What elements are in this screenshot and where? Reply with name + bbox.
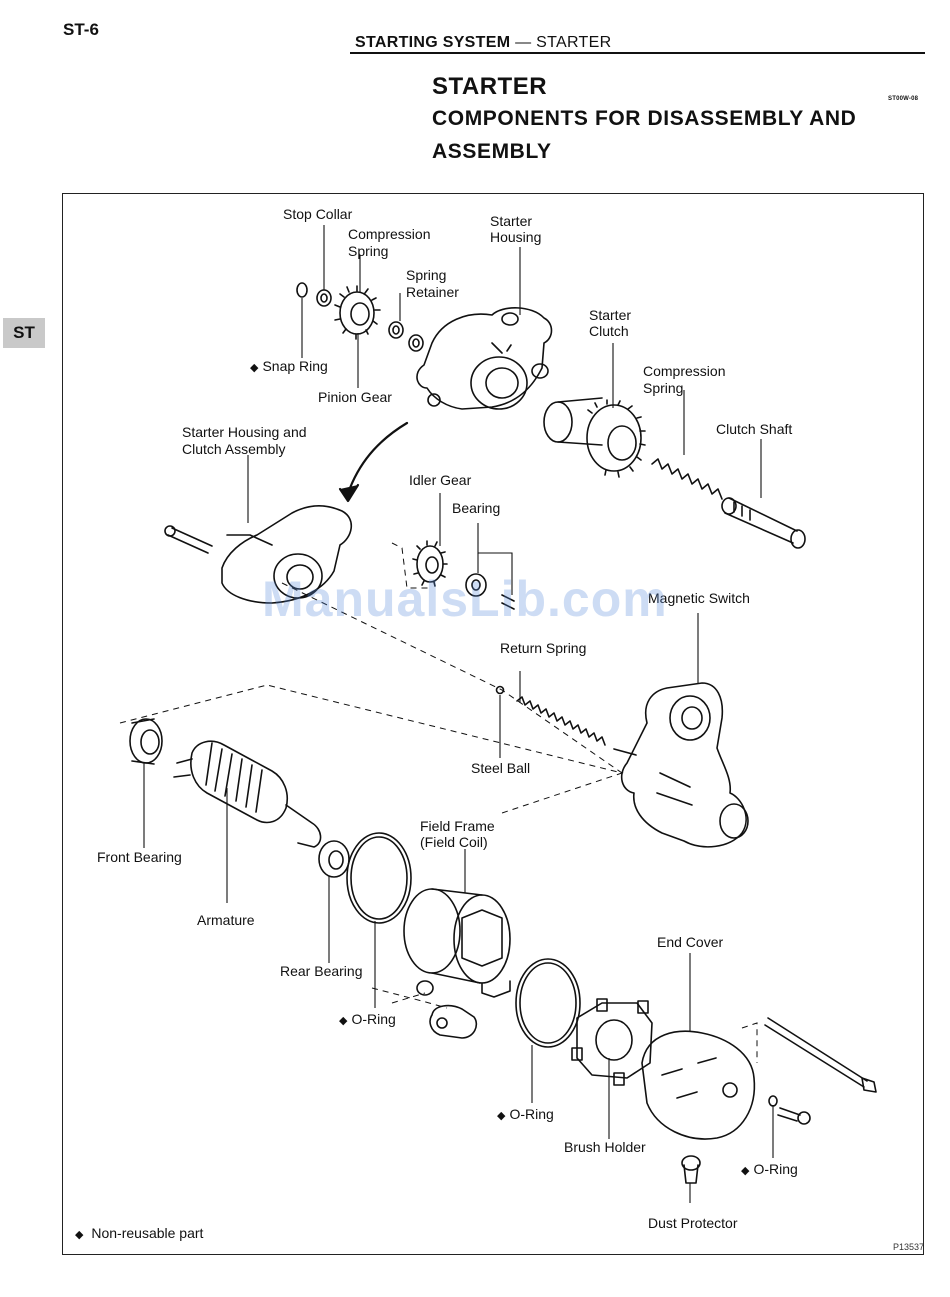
label-rear-bearing: Rear Bearing	[280, 963, 363, 979]
figure-frame	[62, 193, 924, 1255]
label-bearing: Bearing	[452, 500, 501, 516]
label-magnetic-switch: Magnetic Switch	[648, 590, 750, 606]
label-o-ring-1: ◆O-Ring	[339, 1011, 396, 1027]
label-armature: Armature	[197, 912, 255, 928]
heading-subtitle-line2: ASSEMBLY	[432, 140, 552, 163]
label-housing-assembly-a: Starter Housing and	[182, 424, 307, 440]
label-front-bearing: Front Bearing	[97, 849, 182, 865]
compression-spring-part	[651, 458, 723, 500]
page-heading: STARTER COMPONENTS FOR DISASSEMBLY AND A…	[432, 72, 912, 168]
non-reusable-diamond-icon: ◆	[741, 1165, 750, 1177]
header-rule	[350, 52, 925, 54]
label-spring-retainer-b: Retainer	[406, 284, 459, 300]
o-ring-2-part	[515, 958, 581, 1048]
housing-assembly-part	[164, 505, 352, 604]
label-idler-gear: Idler Gear	[409, 472, 472, 488]
running-header: STARTING SYSTEM — STARTER	[355, 34, 611, 52]
armature-part	[173, 740, 322, 848]
legend-text: Non-reusable part	[91, 1225, 204, 1241]
figure-number: P13537	[893, 1242, 925, 1252]
label-o-ring-3: ◆O-Ring	[741, 1161, 798, 1177]
through-bolt-part	[764, 1017, 877, 1093]
stop-collar-part	[316, 289, 332, 307]
front-bearing-part	[129, 718, 163, 765]
starter-clutch-part	[543, 397, 646, 478]
heading-subtitle-line1: COMPONENTS FOR DISASSEMBLY AND	[432, 107, 857, 130]
legend: ◆ Non-reusable part	[75, 1225, 203, 1241]
small-spring-part	[388, 321, 404, 339]
label-starter-clutch-a: Starter	[589, 307, 632, 323]
label-snap-ring: ◆Snap Ring	[250, 358, 328, 374]
header-separator: —	[515, 34, 532, 51]
exploded-diagram	[119, 225, 877, 1203]
label-return-spring: Return Spring	[500, 640, 587, 656]
label-pinion-gear: Pinion Gear	[318, 389, 392, 405]
pinion-gear-part	[334, 285, 381, 340]
spring-retainer-part	[408, 334, 424, 352]
label-field-frame-a: Field Frame	[420, 818, 495, 834]
label-clutch-shaft: Clutch Shaft	[716, 421, 793, 437]
subsection-title: STARTER	[536, 34, 612, 51]
clutch-shaft-part	[721, 497, 806, 549]
label-field-frame-b: (Field Coil)	[420, 834, 488, 850]
label-o-ring-2: ◆O-Ring	[497, 1106, 554, 1122]
field-frame-part	[403, 888, 511, 998]
non-reusable-diamond-icon: ◆	[497, 1110, 506, 1122]
section-title: STARTING SYSTEM	[355, 34, 511, 51]
steel-ball-part	[495, 685, 505, 695]
rear-bearing-part	[318, 840, 350, 878]
end-cover-part	[641, 1030, 756, 1140]
snap-ring-part	[296, 282, 308, 298]
idler-bearing-part	[465, 573, 515, 610]
non-reusable-diamond-icon: ◆	[250, 362, 259, 374]
terminal-parts	[416, 980, 478, 1039]
label-compression-spring-2b: Spring	[643, 380, 684, 396]
label-housing-assembly-b: Clutch Assembly	[182, 441, 286, 457]
o-ring-3-part	[768, 1095, 778, 1107]
label-compression-spring-1b: Spring	[348, 243, 389, 259]
label-end-cover: End Cover	[657, 934, 724, 950]
label-starter-housing-b: Housing	[490, 229, 542, 245]
non-reusable-diamond-icon: ◆	[339, 1015, 348, 1027]
heading-title: STARTER	[432, 73, 548, 100]
label-brush-holder: Brush Holder	[564, 1139, 646, 1155]
label-compression-spring-1: Compression	[348, 226, 431, 242]
label-starter-housing-a: Starter	[490, 213, 533, 229]
label-dust-protector: Dust Protector	[648, 1215, 738, 1231]
label-stop-collar: Stop Collar	[283, 206, 353, 222]
magnetic-switch-part	[613, 682, 749, 848]
label-steel-ball: Steel Ball	[471, 760, 531, 776]
idler-gear-part	[412, 540, 448, 587]
label-starter-clutch-b: Clutch	[589, 323, 629, 339]
doc-code: ST00W-08	[888, 96, 919, 102]
page-code: ST-6	[63, 20, 99, 39]
assembly-arrow	[338, 421, 409, 503]
small-bolt-part	[777, 1107, 811, 1125]
o-ring-1-part	[346, 832, 412, 924]
non-reusable-diamond-icon: ◆	[75, 1229, 84, 1241]
watermark: ManualsLib.com	[262, 571, 668, 627]
label-spring-retainer-a: Spring	[406, 267, 447, 283]
dust-protector-part	[681, 1155, 701, 1184]
starter-housing-part	[416, 307, 553, 410]
brush-holder-part	[571, 998, 653, 1086]
return-spring-part	[516, 696, 606, 746]
label-compression-spring-2a: Compression	[643, 363, 726, 379]
section-side-tab: ST	[3, 318, 45, 348]
